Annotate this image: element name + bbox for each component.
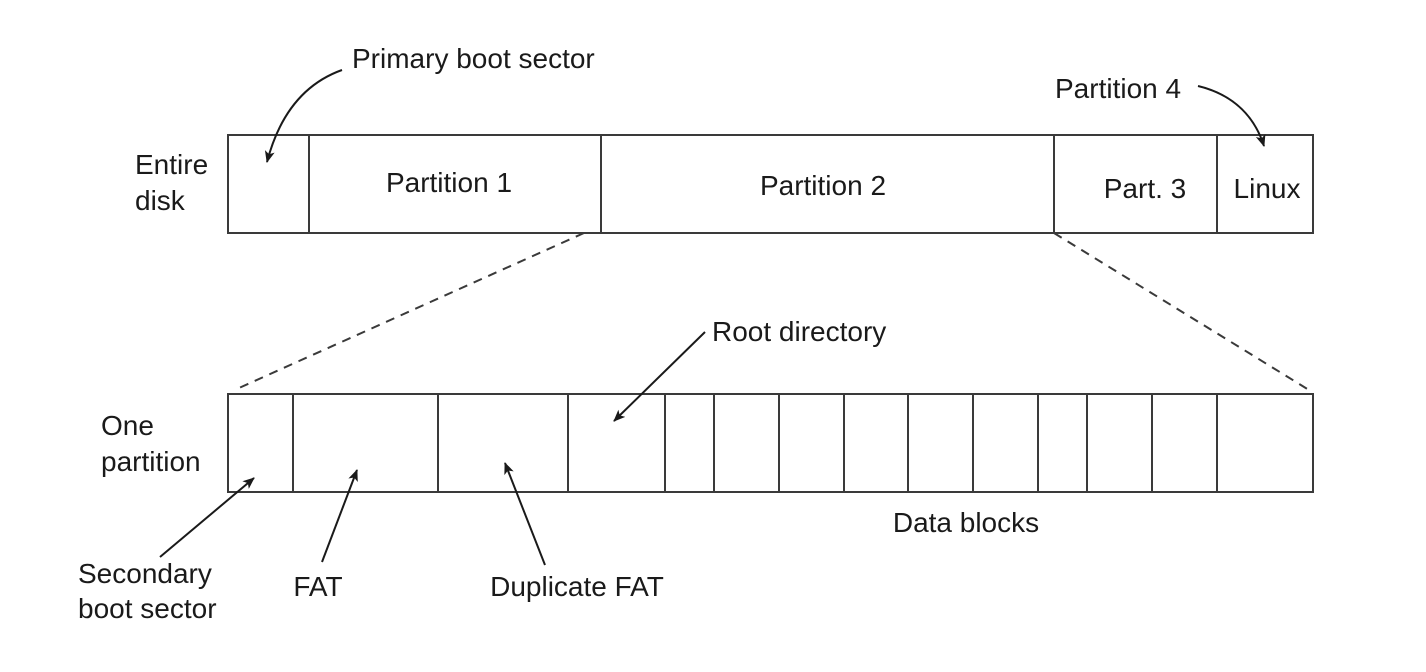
linux-label: Linux xyxy=(1234,173,1301,204)
zoom-line-right xyxy=(1053,232,1310,391)
part-3-label: Part. 3 xyxy=(1104,173,1186,204)
root-directory-arrow xyxy=(613,331,706,422)
zoom-line-left xyxy=(238,232,585,389)
primary-boot-sector-arrow xyxy=(264,69,343,163)
entire-disk-label-line2: disk xyxy=(135,185,186,216)
entire-disk-outline xyxy=(227,134,1314,234)
partition-4-label: Partition 4 xyxy=(1055,73,1181,104)
partition-1-label: Partition 1 xyxy=(386,167,512,198)
partition-2-label: Partition 2 xyxy=(760,170,886,201)
duplicate-fat-label: Duplicate FAT xyxy=(490,571,664,602)
one-partition-label-line2: partition xyxy=(101,446,201,477)
duplicate-fat-arrow xyxy=(504,462,546,566)
one-partition-outline xyxy=(227,393,1314,493)
data-blocks-label: Data blocks xyxy=(893,507,1039,538)
secondary-boot-sector-label-line1: Secondary xyxy=(78,558,212,589)
root-directory-label: Root directory xyxy=(712,316,886,347)
entire-disk-label-line1: Entire xyxy=(135,149,208,180)
partition-4-arrow xyxy=(1197,85,1266,147)
primary-boot-sector-label: Primary boot sector xyxy=(352,43,595,74)
entire-disk-bar xyxy=(227,134,1314,234)
one-partition-bar xyxy=(227,393,1314,493)
secondary-boot-sector-arrow xyxy=(159,477,255,558)
one-partition-label-line1: One xyxy=(101,410,154,441)
secondary-boot-sector-label-line2: boot sector xyxy=(78,593,217,624)
fat-label: FAT xyxy=(293,571,342,602)
fat-arrow xyxy=(321,469,358,563)
